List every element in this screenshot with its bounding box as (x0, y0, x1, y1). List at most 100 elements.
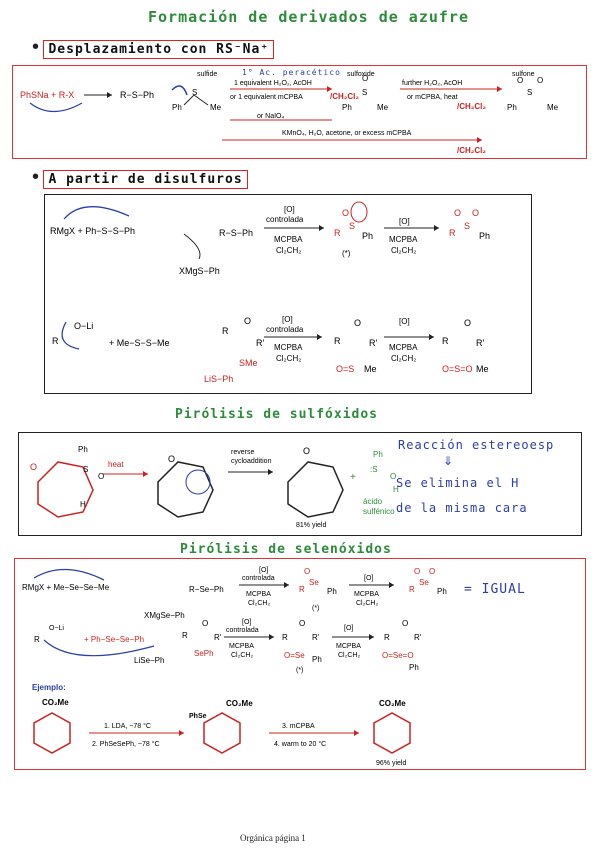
svg-text:+: + (350, 472, 356, 483)
s4-co2me-1: CO₂Me (42, 698, 69, 707)
s3-cycloaddition: cycloaddition (231, 458, 272, 465)
svg-text:Ph: Ph (327, 587, 337, 596)
svg-text:Me: Me (547, 103, 559, 112)
svg-text:O−Li: O−Li (49, 625, 64, 632)
svg-text:+ Ph−Se−Se−Ph: + Ph−Se−Se−Ph (84, 635, 144, 644)
svg-text:R: R (442, 336, 449, 346)
svg-text:⇓: ⇓ (443, 454, 453, 468)
s1-hand-4: /CH₂Cl₂ (457, 146, 486, 155)
svg-text:Ph: Ph (507, 103, 517, 112)
svg-text:O: O (537, 76, 543, 85)
s1-cond-4: further H₂O₂, AcOH (402, 80, 462, 87)
svg-text:MCPBA: MCPBA (229, 643, 254, 650)
s3-yield: 81% yield (296, 522, 326, 529)
svg-text:R: R (182, 631, 188, 640)
svg-text:MCPBA: MCPBA (389, 343, 418, 352)
s4-yield: 96% yield (376, 760, 406, 767)
svg-text:Cl₂CH₂: Cl₂CH₂ (248, 600, 270, 607)
section-4-box (14, 558, 586, 770)
s4-byproduct: XMgSe−Ph (144, 611, 185, 620)
svg-text:Ph: Ph (342, 103, 352, 112)
s1-hand-2: /CH₂Cl₂ (330, 92, 359, 101)
svg-text:O: O (98, 472, 104, 481)
svg-text:O: O (472, 208, 479, 218)
svg-text:R': R' (414, 633, 422, 642)
s2-reagent: RMgX + Ph−S−S−Ph (50, 226, 135, 236)
svg-text::S: :S (370, 465, 378, 474)
svg-text:O: O (414, 567, 420, 576)
s3-heat: heat (108, 460, 124, 469)
section-4-title: Pirólisis de selenóxidos (180, 542, 392, 557)
svg-text:Ph: Ph (172, 103, 182, 112)
s1-hand-3: /CH₂Cl₂ (457, 102, 486, 111)
section-1-box (12, 65, 587, 159)
svg-text:R': R' (256, 338, 264, 348)
s2-chiral: (*) (342, 249, 351, 258)
sulfoxide-label: sulfoxide (347, 71, 375, 78)
svg-text:MCPBA: MCPBA (354, 591, 379, 598)
s1-hand-1: 1° Ac. peracético (242, 67, 341, 77)
svg-text:MCPBA: MCPBA (274, 343, 303, 352)
page-footer: Orgánica página 1 (240, 833, 306, 843)
svg-text:O=Se: O=Se (284, 651, 305, 660)
s4-igual: = IGUAL (464, 582, 526, 597)
section-3-title: Pirólisis de sulfóxidos (175, 407, 379, 422)
s2-ox2: [O] (399, 217, 410, 226)
s3-note-1: Reacción estereoesp (398, 438, 554, 452)
s4-int: R−Se−Ph (189, 585, 224, 594)
svg-text:Cl₂CH₂: Cl₂CH₂ (391, 354, 416, 363)
svg-text:controlada: controlada (242, 575, 275, 582)
svg-text:R': R' (476, 338, 484, 348)
section-2-box (44, 194, 532, 394)
section-3-box (18, 432, 582, 536)
svg-text:[O]: [O] (344, 625, 353, 632)
s2-byproduct: XMgS−Ph (179, 266, 220, 276)
s1-cond-3: or NaIO₄ (257, 113, 285, 120)
svg-text:CO₂Me: CO₂Me (226, 699, 253, 708)
svg-text:O−Li: O−Li (74, 321, 93, 331)
svg-text:controlada: controlada (226, 627, 259, 634)
section-1-title: Desplazamiento con RS⁻Na⁺ (43, 40, 275, 59)
s1-cond-2: or 1 equivalent mCPBA (230, 94, 303, 101)
s1-cond-5: or mCPBA, heat (407, 94, 458, 101)
s3-note-3: de la misma cara (396, 501, 528, 515)
svg-text:O: O (429, 567, 435, 576)
svg-text:O=Se=O: O=Se=O (382, 651, 414, 660)
svg-text:[O]: [O] (364, 575, 373, 582)
svg-text:R: R (334, 228, 341, 238)
svg-text:R: R (449, 228, 456, 238)
svg-text:Ph: Ph (373, 450, 383, 459)
s2-sme: SMe (239, 358, 258, 368)
s3-acid-1: ácido (363, 497, 383, 506)
svg-text:O: O (390, 472, 396, 481)
svg-text:S: S (362, 88, 367, 97)
svg-text:MCPBA: MCPBA (336, 643, 361, 650)
svg-text:O: O (464, 318, 471, 328)
s2-mcpba: MCPBA (274, 235, 303, 244)
svg-text:R': R' (369, 338, 377, 348)
svg-text:controlada: controlada (266, 325, 304, 334)
svg-text:R: R (222, 326, 229, 336)
s1-product: R−S−Ph (120, 90, 154, 100)
sulfide-label: sulfide (197, 71, 217, 78)
svg-text:O: O (342, 208, 349, 218)
s1-cond-6: KMnO₄, H₂O, acetone, or excess mCPBA (282, 130, 412, 137)
s2-solvent: Cl₂CH₂ (276, 246, 301, 255)
svg-text:[O]: [O] (242, 619, 251, 626)
svg-text:Ph: Ph (409, 663, 419, 672)
svg-text:S: S (527, 88, 532, 97)
svg-text:R': R' (312, 633, 320, 642)
svg-text:S: S (349, 221, 355, 231)
svg-text:O: O (168, 454, 175, 464)
svg-text:MCPBA: MCPBA (389, 235, 418, 244)
svg-text:SePh: SePh (194, 649, 214, 658)
svg-text:R: R (282, 633, 288, 642)
svg-text:S: S (83, 465, 88, 474)
svg-text:S: S (192, 88, 197, 97)
svg-text:Ph: Ph (479, 231, 490, 241)
svg-text:Ph: Ph (78, 445, 88, 454)
svg-text:Cl₂CH₂: Cl₂CH₂ (231, 652, 253, 659)
svg-text:O: O (454, 208, 461, 218)
